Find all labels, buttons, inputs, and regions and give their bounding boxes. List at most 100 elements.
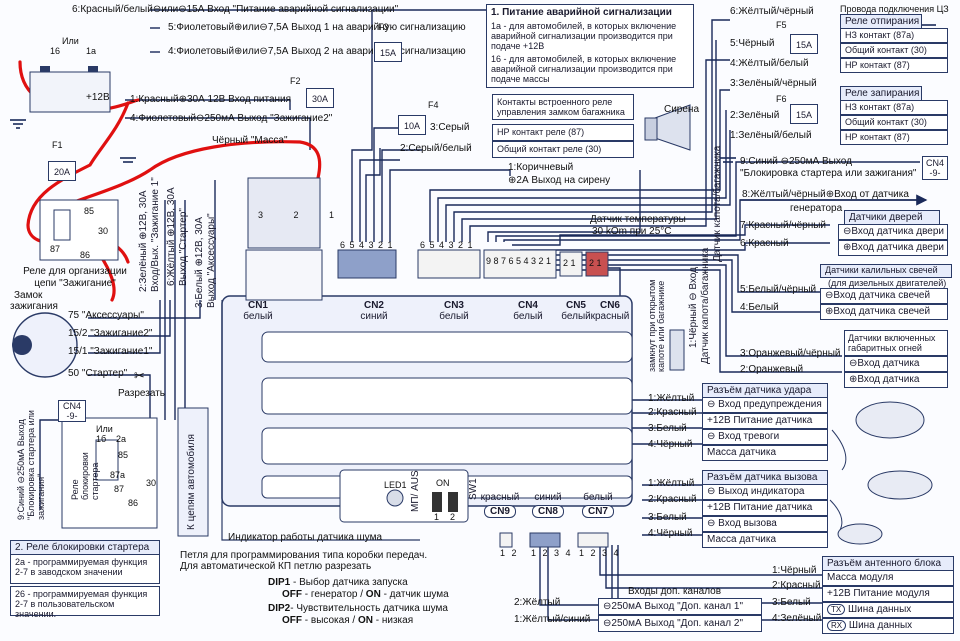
dip-on-label: ON	[436, 478, 450, 488]
glow-sub: (для дизельных двигателей)	[828, 278, 947, 288]
starter-30: 30	[146, 478, 157, 488]
antenna-w3: 3:Белый	[772, 597, 811, 608]
dip1-line1: DIP1 - Выбор датчика запуска	[268, 577, 408, 589]
fuse-f1-name: F1	[52, 140, 63, 150]
connector-id: CN8	[532, 505, 564, 518]
shock-w3: 3:Белый	[648, 423, 687, 434]
wire-5-label: 5:Фиолетовый⊕или⊖7,5А Выход 1 на аварийн…	[168, 22, 466, 33]
antenna-w1: 1:Чёрный	[772, 565, 817, 576]
call-w2: 2:Красный	[648, 494, 697, 505]
antenna-w2: 2:Красный	[772, 580, 821, 591]
connector-color: белый	[513, 311, 543, 322]
central-lock-header: Провода подключения ЦЗ	[840, 4, 949, 14]
connector-id: CN4	[517, 300, 538, 311]
siren-output-label: ⊕2А Выход на сирену	[508, 175, 611, 186]
connector-id: CN1	[247, 300, 268, 311]
doors-w6: 6:Красный	[740, 238, 789, 249]
antenna-r3: TX Шина данных	[822, 602, 954, 618]
temp-sensor-l2: 30 kOm при 25°C	[592, 226, 672, 237]
wire-4-ignition2-label: 4:Фиолетовый⊖250мА Выход "Зажигание2"	[130, 113, 333, 124]
battery-voltage: +12В	[86, 92, 110, 103]
connector-color: красный	[590, 311, 630, 322]
dip1-line2: OFF - генератор / ON - датчик шума	[282, 589, 449, 601]
ign-pin-50: 50 "Стартер"	[68, 368, 128, 379]
lock-w3: 3:Зелёный/чёрный	[730, 78, 817, 89]
unlock-w6: 6:Жёлтый/чёрный	[730, 6, 814, 17]
doors-in1: ⊖Вход датчика двери	[838, 224, 948, 240]
cn4-tag-left-label: CN4	[62, 401, 81, 411]
led-indicator-label: Индикатор работы датчика шума	[228, 532, 383, 543]
ignition-relay-label: Реле для организации цепи "Зажигание"	[23, 266, 127, 289]
mp-aus-label: МП/ AUS	[410, 470, 421, 512]
cn1-v2b: Выход "Стартер"	[178, 208, 189, 286]
doors-w7: 7:Красный/чёрный	[740, 220, 826, 231]
fuse-f6-name: F6	[776, 94, 787, 104]
dip-2-label: 2	[450, 512, 456, 522]
connector-color: синий	[360, 311, 388, 322]
antenna-r1: Масса модуля	[822, 570, 954, 586]
call-w4: 4:Чёрный	[648, 528, 693, 539]
hood-sensor-label: Датчик капота/багажника	[700, 247, 711, 364]
call-w3: 3:Белый	[648, 512, 687, 523]
cn4-block-w9: 9:Синий ⊖250мА Выход	[740, 156, 852, 167]
call-r3: ⊖ Вход вызова	[702, 516, 828, 532]
shock-r4: Масса датчика	[702, 445, 828, 461]
lights-in1: ⊖Вход датчика	[844, 356, 948, 372]
wire-6-label: 6:Красный/белый⊖или⊖15А Вход "Питание ав…	[72, 4, 399, 15]
dip2-line1: DIP2- Чувствительность датчика шума	[268, 603, 448, 615]
note1-b: 16 - для автомобилей, в которых включени…	[491, 54, 677, 84]
gearbox-loop-label: Петля для программирования типа коробки …	[180, 550, 428, 561]
fuse-f4-name: F4	[428, 100, 439, 110]
aux-out2: ⊖250мА Выход "Доп. канал 2"	[598, 615, 762, 632]
antenna-w4: 4:Зелёный	[772, 613, 822, 624]
note1-a: 1а - для автомобилей, в которых включени…	[491, 21, 677, 51]
trunk-relay-common: Общий контакт реле (30)	[492, 141, 634, 158]
glow-title: Датчики калильных свечей	[820, 264, 952, 278]
glow-w4: 4:Белый	[740, 302, 779, 313]
scissors-icon: ✂	[134, 368, 145, 383]
starter-2a: 2а	[116, 434, 127, 444]
connector-color: синий	[534, 492, 562, 503]
relay-86: 86	[80, 250, 91, 260]
hood-note: замкнут при открытом капоте или багажник…	[647, 279, 666, 372]
dip2-on-desc: - низкая	[372, 615, 414, 626]
cn1-v3: 3:Белый ⊕12В, 30А	[194, 216, 205, 308]
call-w1: 1:Жёлтый	[648, 478, 695, 489]
unlock-common: Общий контакт (30)	[840, 43, 948, 58]
lights-w3: 3:Оранжевый/чёрный	[740, 348, 841, 359]
fuse-f3: 15А	[374, 42, 402, 62]
dip1-off: OFF	[282, 589, 302, 600]
dip2-off: OFF	[282, 615, 302, 626]
connector-id: CN6	[599, 300, 620, 311]
cn4-tag-left: CN4 -9-	[58, 400, 86, 422]
cn6-pins: 2 1	[589, 258, 602, 268]
lock-common: Общий контакт (30)	[840, 115, 948, 130]
trunk-relay-nr: НР контакт реле (87)	[492, 124, 634, 141]
doors-in2: ⊕Вход датчика двери	[838, 240, 948, 256]
gen-w8: 8:Жёлтый/чёрный⊕Вход от датчика	[742, 189, 909, 200]
mass-wire-label: Чёрный "Масса"	[212, 135, 288, 146]
starter-86: 86	[128, 498, 139, 508]
call-r4: Масса датчика	[702, 532, 828, 548]
call-r2: +12В Питание датчика	[702, 500, 828, 516]
gearbox-loop-label-2: Для автоматической КП петлю разрезать	[180, 561, 372, 572]
cn5-pins: 2 1	[563, 258, 576, 268]
battery-16: 16	[50, 46, 61, 56]
brown-wire-label: 1:Коричневый	[508, 162, 574, 173]
gen-w8b: генератора	[790, 203, 843, 214]
connector-color: белый	[561, 311, 591, 322]
antenna-r4-text: Шина данных	[848, 620, 913, 631]
lock-nz: НЗ контакт (87а)	[840, 100, 948, 115]
lights-w2: 2:Оранжевый	[740, 364, 804, 375]
lights-in2: ⊕Вход датчика	[844, 372, 948, 388]
aux-out1: ⊖250мА Выход "Доп. канал 1"	[598, 598, 762, 615]
note1-title: 1. Питание аварийной сигнализации	[491, 7, 672, 18]
